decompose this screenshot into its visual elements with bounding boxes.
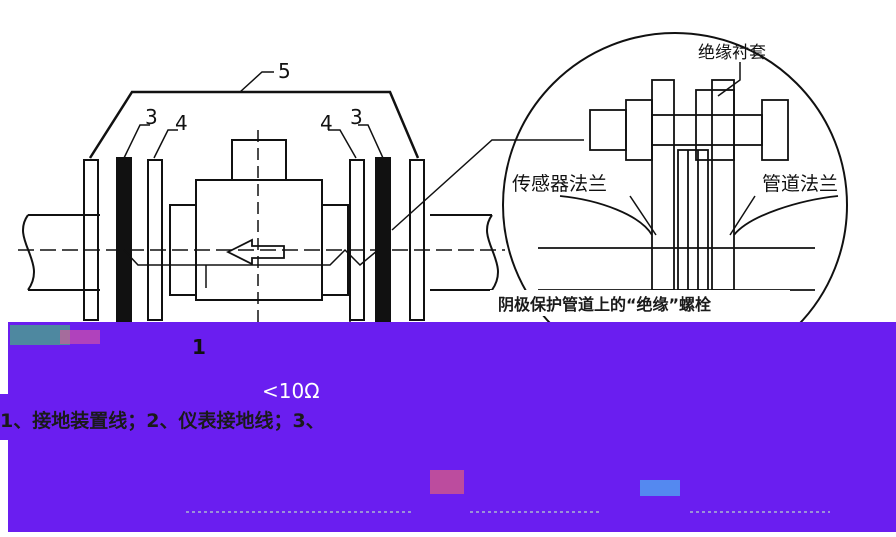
left-outer-flange: [83, 159, 99, 321]
right-inner-flange: [349, 159, 365, 321]
callout-4-left: 4: [175, 111, 188, 135]
detail-pipe-flange: [711, 79, 735, 291]
noise-speck: [640, 480, 680, 496]
callout-3-right-leader: [358, 124, 384, 159]
legend-band: [0, 322, 896, 532]
detail-insulating-sleeve: [695, 89, 735, 161]
callout-1-overlay: 1: [192, 335, 206, 359]
inner-tap-line: [205, 256, 351, 330]
left-inner-flange: [147, 159, 163, 321]
pipe-right: [430, 214, 499, 291]
detail-gasket: [677, 149, 709, 291]
left-insulating-gasket: [116, 157, 132, 324]
callout-3-left-leader: [123, 124, 150, 159]
inner-ground-wire: [123, 248, 379, 267]
right-insulating-gasket: [375, 157, 391, 324]
detail-sensor-flange: [651, 79, 675, 291]
noise-speck: [430, 470, 464, 494]
legend-band-middle: [0, 394, 896, 440]
sleeve-leader: [717, 62, 741, 97]
ground-resistance-label-overlay: <10Ω: [262, 379, 320, 403]
detail-nut-left: [625, 99, 653, 161]
detail-caption: 阴极保护管道上的“绝缘”螺栓: [498, 295, 712, 314]
detail-nut-right: [761, 99, 789, 161]
pipe-left: [22, 214, 100, 291]
callout-5-leader: [239, 71, 274, 93]
sensor-body: [195, 179, 323, 301]
detail-pipe: [538, 247, 815, 291]
pipe-flange-label: 管道法兰: [762, 173, 838, 195]
noise-speck: [60, 330, 100, 344]
bonding-wire: [88, 90, 420, 159]
sensor-head: [231, 139, 287, 181]
callout-4-right: 4: [320, 111, 333, 135]
detail-bolt-shank: [651, 114, 763, 146]
callout-4-left-leader: [153, 129, 178, 159]
callout-3-left: 3: [145, 105, 158, 129]
right-outer-flange: [409, 159, 425, 321]
detail-curve-left: [559, 195, 653, 236]
callout-4-right-leader: [328, 129, 357, 159]
detail-leader: [391, 139, 584, 231]
detail-curve-right: [733, 195, 839, 236]
pipe-flange-leader: [729, 195, 756, 236]
callout-3-right: 3: [350, 105, 363, 129]
legend-text: 1、接地装置线；2、仪表接地线；3、: [0, 409, 325, 432]
sensor-flange-label: 传感器法兰: [512, 173, 607, 195]
detail-bolt-thread: [589, 109, 627, 151]
insulating-sleeve-label: 绝缘衬套: [698, 43, 766, 63]
detail-caption-bg: [490, 290, 790, 316]
sensor-flange-leader: [629, 195, 657, 236]
flow-arrow: [225, 238, 285, 266]
callout-5: 5: [278, 59, 291, 83]
noise-speck: [10, 325, 70, 345]
